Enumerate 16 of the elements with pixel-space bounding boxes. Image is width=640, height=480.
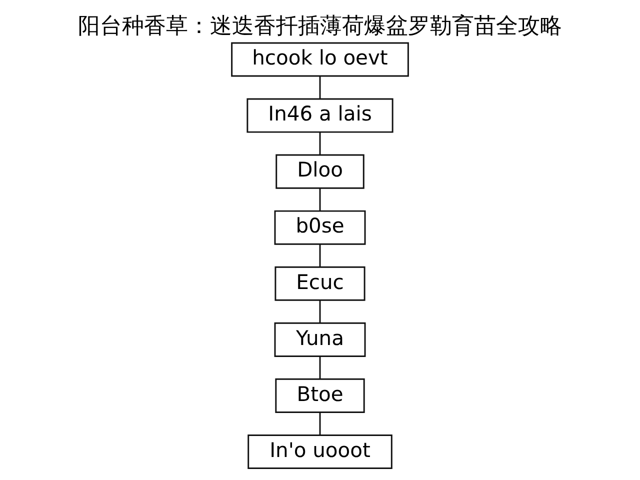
connector: [319, 76, 321, 99]
connector: [319, 356, 321, 379]
node-box: Ecuc: [274, 266, 366, 301]
diagram-title: 阳台种香草：迷迭香扦插薄荷爆盆罗勒育苗全攻略: [78, 14, 562, 40]
node-box: Dloo: [276, 154, 364, 189]
connector: [319, 300, 321, 323]
connector: [319, 244, 321, 267]
node-box: In'o uooot: [248, 434, 392, 470]
node-box: In46 a lais: [246, 98, 394, 133]
node-box: Btoe: [275, 378, 365, 413]
connector: [319, 412, 321, 435]
connector: [319, 188, 321, 211]
node-box: Yuna: [274, 322, 366, 357]
node-box: b0se: [274, 210, 366, 245]
connector: [319, 132, 321, 155]
node-box: hcook lo oevt: [231, 42, 409, 77]
